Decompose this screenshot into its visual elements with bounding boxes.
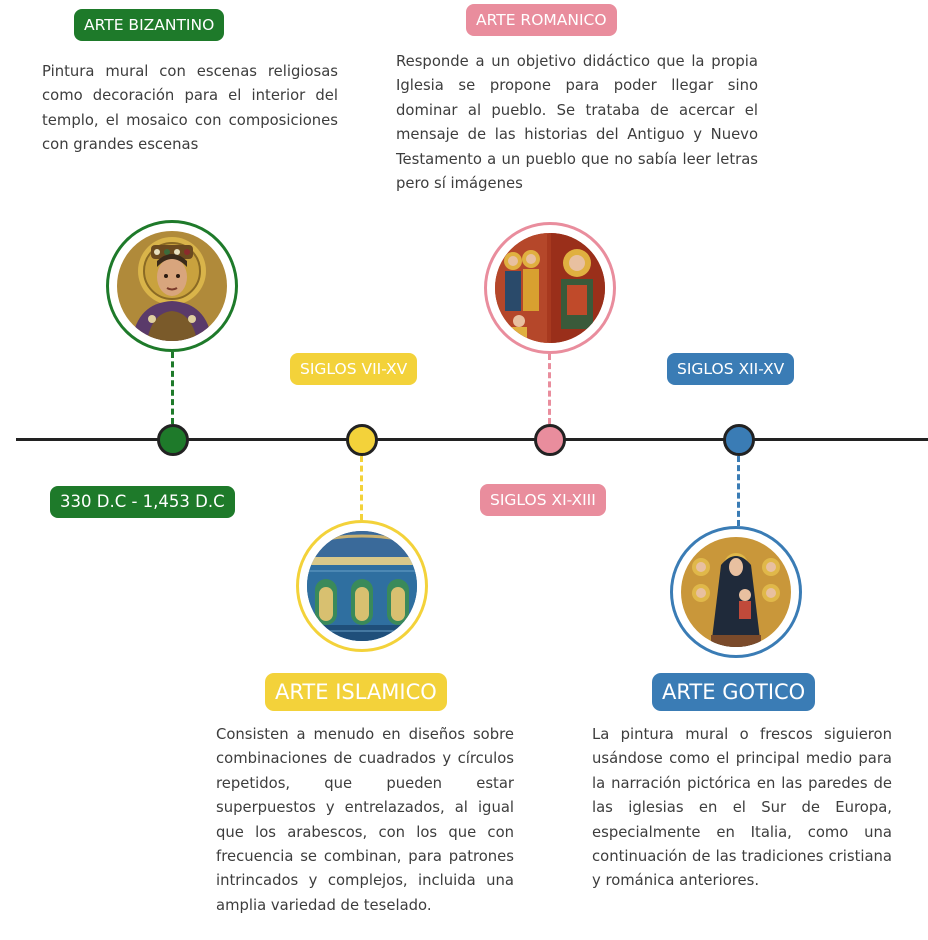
romanico-painting-image bbox=[495, 233, 605, 343]
romanico-connector bbox=[548, 354, 551, 424]
bizantino-dates-badge: 330 D.C - 1,453 D.C bbox=[50, 486, 235, 518]
islamico-node bbox=[346, 424, 378, 456]
romanico-description: Responde a un objetivo didáctico que la … bbox=[396, 53, 758, 193]
bizantino-description: Pintura mural con escenas religiosas com… bbox=[42, 63, 338, 154]
gotico-image-frame bbox=[670, 526, 802, 658]
romanico-title-badge: ARTE ROMANICO bbox=[466, 4, 617, 36]
bizantino-title-badge: ARTE BIZANTINO bbox=[74, 9, 225, 41]
islamico-dates-badge: SIGLOS VII-XV bbox=[290, 353, 418, 385]
romanico-dates-badge: SIGLOS XI-XIII bbox=[480, 484, 606, 516]
gotico-madonna-image bbox=[681, 537, 791, 647]
timeline-axis bbox=[16, 438, 928, 441]
islamico-description: Consisten a menudo en diseños sobre comb… bbox=[216, 726, 514, 914]
bizantino-mosaic-image bbox=[117, 231, 227, 341]
gotico-node bbox=[723, 424, 755, 456]
islamico-dome-image bbox=[307, 531, 417, 641]
bizantino-node bbox=[157, 424, 189, 456]
bizantino-image-frame bbox=[106, 220, 238, 352]
gotico-connector bbox=[737, 456, 740, 526]
islamico-image-frame bbox=[296, 520, 428, 652]
gotico-dates-badge: SIGLOS XII-XV bbox=[667, 353, 795, 385]
islamico-title-badge: ARTE ISLAMICO bbox=[265, 673, 447, 711]
romanico-node bbox=[534, 424, 566, 456]
gotico-description: La pintura mural o frescos siguieron usá… bbox=[592, 726, 892, 890]
islamico-connector bbox=[360, 456, 363, 520]
romanico-image-frame bbox=[484, 222, 616, 354]
gotico-title-badge: ARTE GOTICO bbox=[652, 673, 816, 711]
bizantino-connector bbox=[171, 352, 174, 424]
